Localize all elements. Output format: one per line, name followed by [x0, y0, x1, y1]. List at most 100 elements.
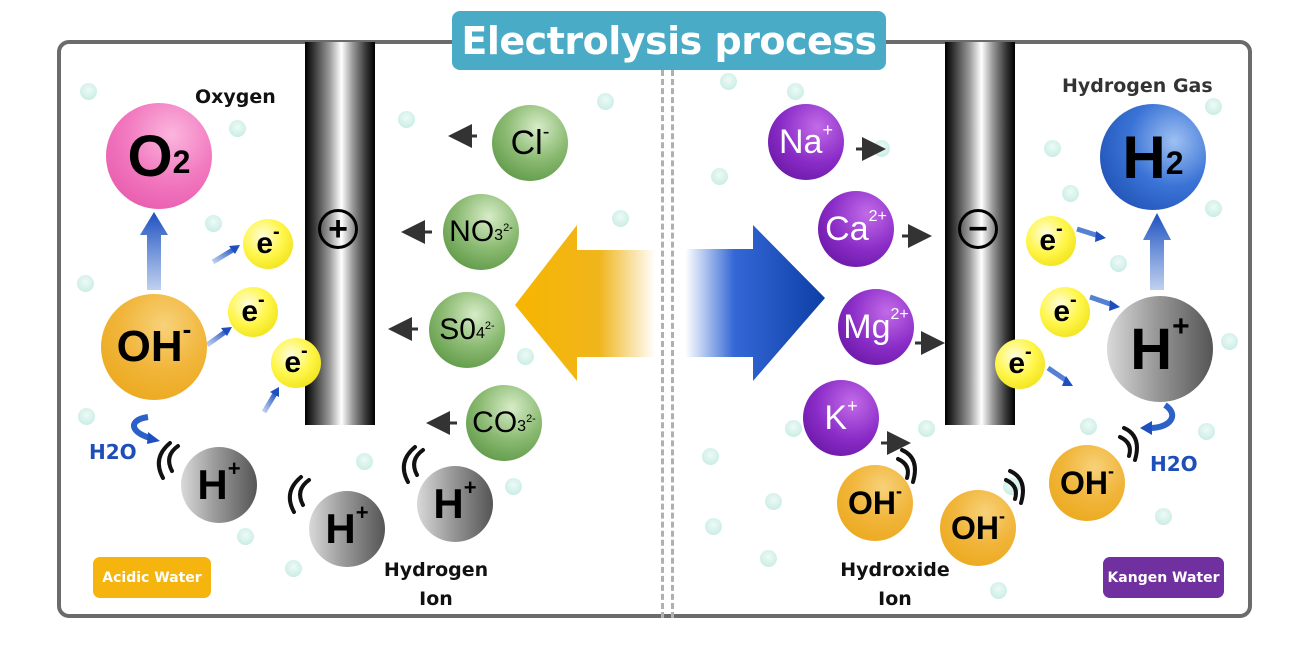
- h-symbol: H: [433, 480, 464, 527]
- o2-subscript: 2: [172, 143, 191, 180]
- hydrogen-ion: H+: [417, 466, 493, 542]
- cation-symbol: K: [824, 398, 848, 437]
- water-bubble: [765, 493, 782, 510]
- water-bubble: [1110, 255, 1127, 272]
- anion-subscript: 4: [476, 325, 485, 342]
- h-symbol: H: [1130, 316, 1173, 382]
- oh-symbol: OH: [1060, 464, 1108, 501]
- water-bubble: [77, 275, 94, 292]
- water-bubble: [711, 168, 728, 185]
- up-arrow-to-o2: [140, 212, 168, 290]
- electron-symbol: e: [284, 346, 301, 379]
- water-bubble: [1221, 333, 1238, 350]
- water-bubble: [78, 408, 95, 425]
- hydroxide-ion: OH-: [101, 294, 207, 400]
- oh-charge: -: [1108, 460, 1114, 481]
- water-bubble: [229, 120, 246, 137]
- h2-symbol: H: [1122, 123, 1166, 191]
- water-bubble: [205, 215, 222, 232]
- anion-subscript: 3: [517, 418, 527, 435]
- water-bubble: [80, 83, 97, 100]
- arrow-to-electron: [261, 390, 279, 414]
- h-symbol: H: [325, 505, 356, 552]
- hydrogen-ion-label-line2: Ion: [419, 588, 453, 610]
- electron-symbol: e: [1053, 295, 1070, 328]
- water-bubble: [237, 528, 254, 545]
- anion-charge: 2-: [484, 320, 495, 332]
- water-bubble: [517, 348, 534, 365]
- water-bubble: [760, 550, 777, 567]
- h-charge: +: [1172, 310, 1190, 343]
- hydrogen-ion: H+: [181, 447, 257, 523]
- water-bubble: [918, 420, 935, 437]
- h2o-label-right: H2O: [1150, 452, 1198, 476]
- acidic-water-tag: Acidic Water: [93, 557, 211, 598]
- anion-symbol: NO: [449, 215, 495, 248]
- center-divider-left: [661, 70, 664, 618]
- arrow-from-electron: [1076, 226, 1100, 239]
- oh-symbol: OH: [116, 322, 183, 371]
- h-symbol: H: [197, 461, 228, 508]
- h-charge: +: [463, 475, 477, 500]
- cation-symbol: Mg: [843, 307, 891, 346]
- electron: e-: [243, 219, 293, 269]
- minus-sign-icon: −: [958, 209, 998, 249]
- electron-charge: -: [1056, 217, 1063, 240]
- water-bubble: [720, 73, 737, 90]
- electron-charge: -: [1025, 340, 1032, 363]
- electron-charge: -: [301, 339, 308, 362]
- hydroxide-ion-label-line2: Ion: [878, 588, 912, 610]
- water-bubble: [612, 210, 629, 227]
- anion-subscript: 3: [494, 227, 504, 244]
- water-bubble: [505, 478, 522, 495]
- h-charge: +: [355, 500, 369, 525]
- electron: e-: [228, 287, 278, 337]
- hydrogen-ion-label-line1: Hydrogen: [383, 559, 489, 581]
- anion-charge: 2-: [526, 413, 536, 425]
- hydroxide-ion-label: Hydroxide Ion: [830, 556, 960, 614]
- cation-charge: +: [847, 395, 858, 416]
- anion-symbol: CO: [472, 406, 518, 439]
- potassium-ion: K+: [803, 380, 879, 456]
- sodium-ion: Na+: [768, 104, 844, 180]
- electron: e-: [1026, 216, 1076, 266]
- water-bubble: [1198, 423, 1215, 440]
- electron: e-: [1040, 287, 1090, 337]
- diagram-title: Electrolysis process: [452, 11, 886, 70]
- oh-charge: -: [999, 505, 1005, 526]
- hydroxide-ion: OH-: [940, 490, 1016, 566]
- center-divider-right: [671, 70, 674, 618]
- o2-symbol: O: [127, 123, 173, 189]
- anion-symbol: S0: [439, 313, 476, 346]
- cation-symbol: Ca: [825, 209, 869, 248]
- anion-symbol: Cl: [510, 123, 543, 162]
- water-bubble: [1205, 200, 1222, 217]
- oh-charge: -: [182, 313, 192, 344]
- h2o-label-left: H2O: [89, 440, 137, 464]
- water-bubble: [398, 111, 415, 128]
- cation-charge: +: [822, 119, 833, 140]
- chloride-ion: Cl-: [492, 105, 568, 181]
- h2-subscript: 2: [1165, 144, 1184, 181]
- up-arrow-to-h2: [1143, 213, 1171, 290]
- hydroxide-ion-label-line1: Hydroxide: [840, 559, 950, 581]
- hydrogen-gas-label: Hydrogen Gas: [1062, 75, 1213, 97]
- oxygen-label: Oxygen: [195, 86, 276, 108]
- water-bubble: [597, 93, 614, 110]
- oh-symbol: OH: [951, 509, 999, 546]
- curved-arrow-right: [1149, 402, 1176, 431]
- water-bubble: [1205, 98, 1222, 115]
- arrow-from-electron: [1089, 294, 1114, 308]
- water-bubble: [1080, 418, 1097, 435]
- vibration-marks: [156, 426, 1139, 514]
- big-left-arrow: [515, 225, 655, 381]
- water-bubble: [1062, 185, 1079, 202]
- electron-symbol: e: [241, 295, 258, 328]
- electron-symbol: e: [256, 227, 273, 260]
